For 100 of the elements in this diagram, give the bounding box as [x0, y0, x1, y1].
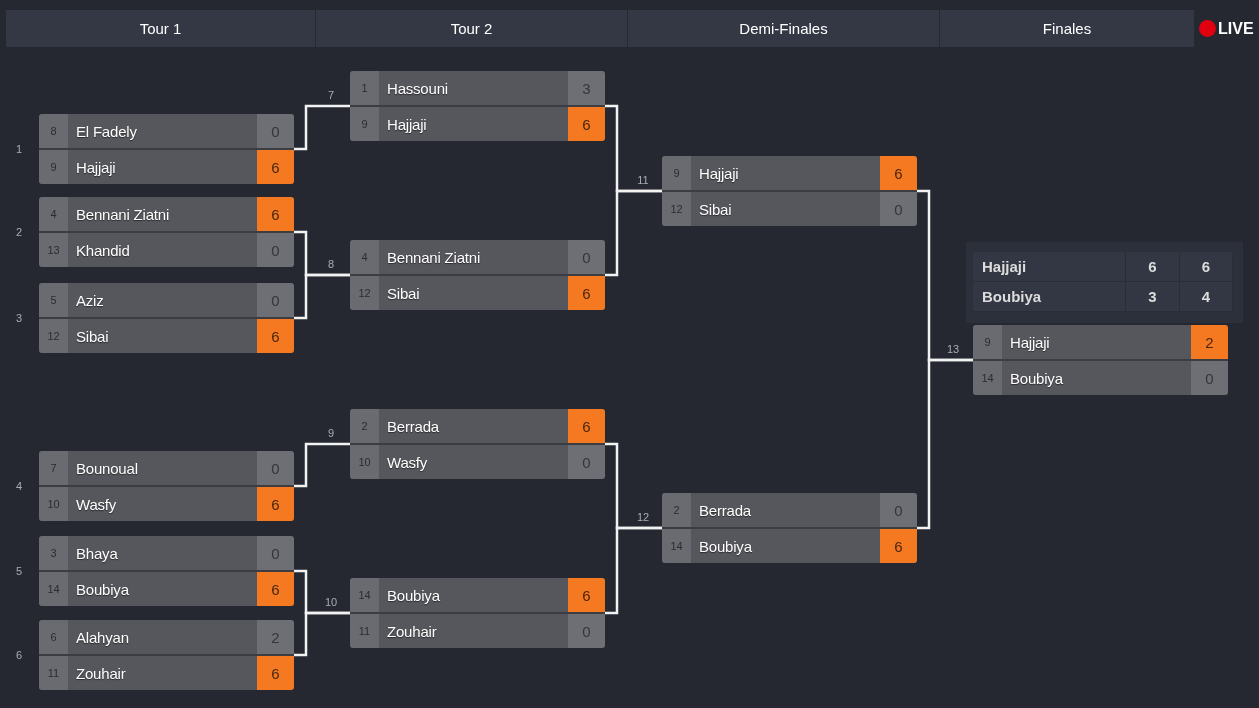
player-name: Boubiya [973, 282, 1126, 312]
player-name: Hajjaji [1002, 325, 1191, 359]
player-name: Berrada [691, 493, 880, 527]
match-score: 0 [257, 283, 294, 317]
match-score: 6 [880, 156, 917, 190]
bracket-line [294, 104, 350, 151]
bracket-line [294, 442, 350, 488]
player-name: Wasfy [379, 445, 568, 479]
seed-number: 3 [39, 536, 68, 570]
seed-number: 13 [39, 233, 68, 267]
match-number: 13 [946, 342, 960, 356]
match-score: 2 [1191, 325, 1228, 359]
match-number: 1 [15, 142, 23, 156]
match-number: 7 [327, 88, 335, 102]
set-score: 6 [1180, 252, 1233, 282]
seed-number: 6 [39, 620, 68, 654]
match-score: 6 [257, 487, 294, 521]
player-name: Sibai [68, 319, 257, 353]
match-number: 10 [324, 595, 338, 609]
column-header: Demi-Finales [628, 10, 940, 47]
match-number: 4 [15, 479, 23, 493]
match-card [39, 283, 294, 353]
seed-number: 9 [39, 150, 68, 184]
seed-number: 12 [39, 319, 68, 353]
match-number: 2 [15, 225, 23, 239]
bracket-line [294, 611, 350, 657]
player-name: Hassouni [379, 71, 568, 105]
match-card [39, 536, 294, 606]
player-name: El Fadely [68, 114, 257, 148]
match-score: 0 [257, 114, 294, 148]
bracket-line [917, 358, 973, 530]
match-card [350, 71, 605, 141]
match-score: 0 [568, 614, 605, 648]
seed-number: 12 [350, 276, 379, 310]
seed-number: 2 [350, 409, 379, 443]
match-score: 6 [568, 276, 605, 310]
player-name: Sibai [379, 276, 568, 310]
bracket-line [605, 189, 662, 277]
player-name: Sibai [691, 192, 880, 226]
seed-number: 14 [350, 578, 379, 612]
seed-number: 1 [350, 71, 379, 105]
match-score: 6 [257, 197, 294, 231]
seed-number: 9 [973, 325, 1002, 359]
bracket-line [605, 526, 662, 615]
seed-number: 4 [350, 240, 379, 274]
set-score: 6 [1126, 252, 1180, 282]
seed-number: 4 [39, 197, 68, 231]
seed-number: 14 [662, 529, 691, 563]
match-number: 3 [15, 311, 23, 325]
match-number: 6 [15, 648, 23, 662]
match-card [39, 114, 294, 184]
match-score: 6 [257, 656, 294, 690]
column-header: Finales [940, 10, 1195, 47]
player-name: Khandid [68, 233, 257, 267]
set-score: 3 [1126, 282, 1180, 312]
seed-number: 10 [39, 487, 68, 521]
seed-number: 14 [973, 361, 1002, 395]
match-score: 6 [568, 409, 605, 443]
player-name: Boubiya [68, 572, 257, 606]
match-score: 6 [257, 572, 294, 606]
player-name: Wasfy [68, 487, 257, 521]
player-name: Boubiya [379, 578, 568, 612]
player-name: Bounoual [68, 451, 257, 485]
match-score: 0 [1191, 361, 1228, 395]
match-score: 0 [880, 493, 917, 527]
player-name: Bennani Ziatni [68, 197, 257, 231]
live-label: LIVE [1218, 19, 1254, 39]
seed-number: 8 [39, 114, 68, 148]
match-card [39, 197, 294, 267]
match-score: 2 [257, 620, 294, 654]
match-card [973, 325, 1228, 395]
match-score: 0 [257, 536, 294, 570]
seed-number: 9 [662, 156, 691, 190]
player-name: Aziz [68, 283, 257, 317]
player-name: Bhaya [68, 536, 257, 570]
player-name: Hajjaji [379, 107, 568, 141]
player-name: Hajjaji [691, 156, 880, 190]
match-card [662, 493, 917, 563]
match-score: 0 [568, 240, 605, 274]
seed-number: 2 [662, 493, 691, 527]
match-number: 11 [637, 173, 649, 187]
player-name: Hajjaji [68, 150, 257, 184]
match-number: 12 [636, 510, 650, 524]
player-name: Boubiya [691, 529, 880, 563]
match-score: 0 [257, 233, 294, 267]
player-name: Zouhair [379, 614, 568, 648]
column-header: Tour 2 [316, 10, 628, 47]
seed-number: 14 [39, 572, 68, 606]
player-name: Alahyan [68, 620, 257, 654]
match-score: 0 [257, 451, 294, 485]
match-score: 0 [568, 445, 605, 479]
match-card [350, 240, 605, 310]
seed-number: 11 [39, 656, 68, 690]
player-name: Zouhair [68, 656, 257, 690]
column-header: Tour 1 [6, 10, 316, 47]
match-card [39, 620, 294, 690]
seed-number: 10 [350, 445, 379, 479]
player-name: Bennani Ziatni [379, 240, 568, 274]
match-score: 3 [568, 71, 605, 105]
player-name: Boubiya [1002, 361, 1191, 395]
